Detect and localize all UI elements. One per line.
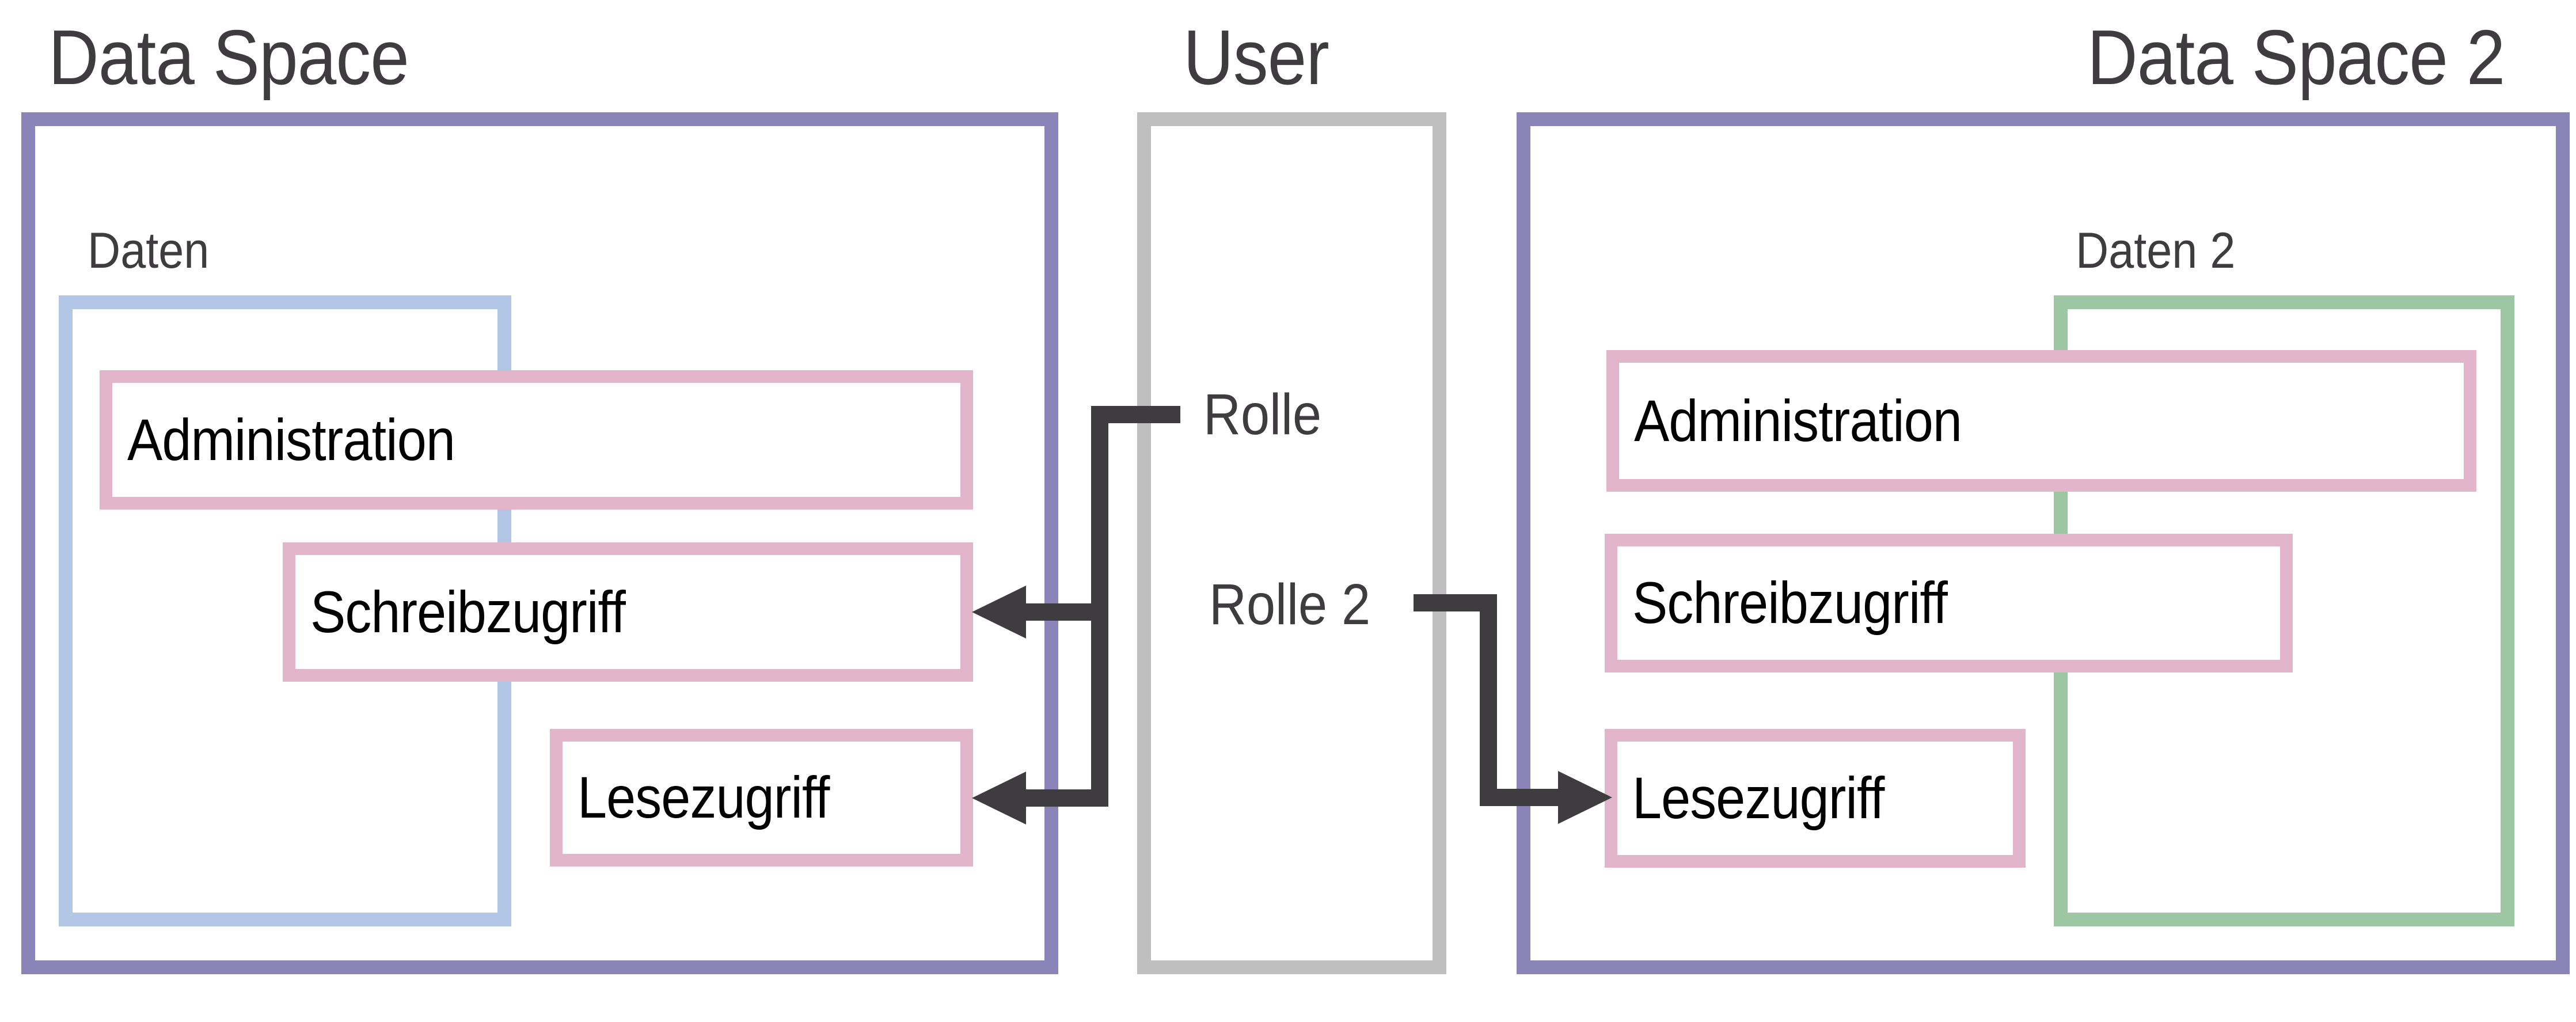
daten-label: Daten — [88, 222, 210, 279]
arrowhead-lesezugriff-right-icon — [1558, 771, 1612, 824]
title-data-space: Data Space — [48, 14, 409, 101]
schreibzugriff-label-left: Schreibzugriff — [310, 579, 626, 645]
arrow-rolle-to-schreibzugriff — [1026, 406, 1180, 621]
title-user: User — [1183, 14, 1329, 101]
lesezugriff-box-right: Lesezugriff — [1605, 729, 2026, 868]
schreibzugriff-box-right: Schreibzugriff — [1605, 534, 2293, 673]
data-space-2-box — [1517, 112, 2570, 974]
data-space-box — [21, 112, 1058, 974]
administration-box-left: Administration — [100, 370, 973, 510]
administration-label-right: Administration — [1634, 387, 1962, 454]
arrow-rolle2-to-lesezugriff — [1414, 594, 1560, 806]
schreibzugriff-label-right: Schreibzugriff — [1632, 570, 1948, 636]
administration-label-left: Administration — [127, 406, 455, 473]
arrowhead-schreibzugriff-left-icon — [972, 586, 1026, 639]
administration-box-right: Administration — [1606, 350, 2476, 492]
schreibzugriff-box-left: Schreibzugriff — [283, 542, 973, 682]
lesezugriff-label-left: Lesezugriff — [577, 765, 830, 830]
arrowhead-lesezugriff-left-icon — [972, 772, 1026, 825]
rolle-2-label: Rolle 2 — [1209, 572, 1371, 637]
lesezugriff-label-right: Lesezugriff — [1632, 765, 1884, 831]
title-data-space-2: Data Space 2 — [2087, 14, 2505, 101]
daten-2-label: Daten 2 — [2076, 222, 2236, 279]
lesezugriff-box-left: Lesezugriff — [550, 729, 973, 867]
rolle-label: Rolle — [1203, 382, 1322, 447]
arrow-rolle-to-lesezugriff — [1026, 612, 1108, 807]
user-box — [1137, 112, 1446, 974]
